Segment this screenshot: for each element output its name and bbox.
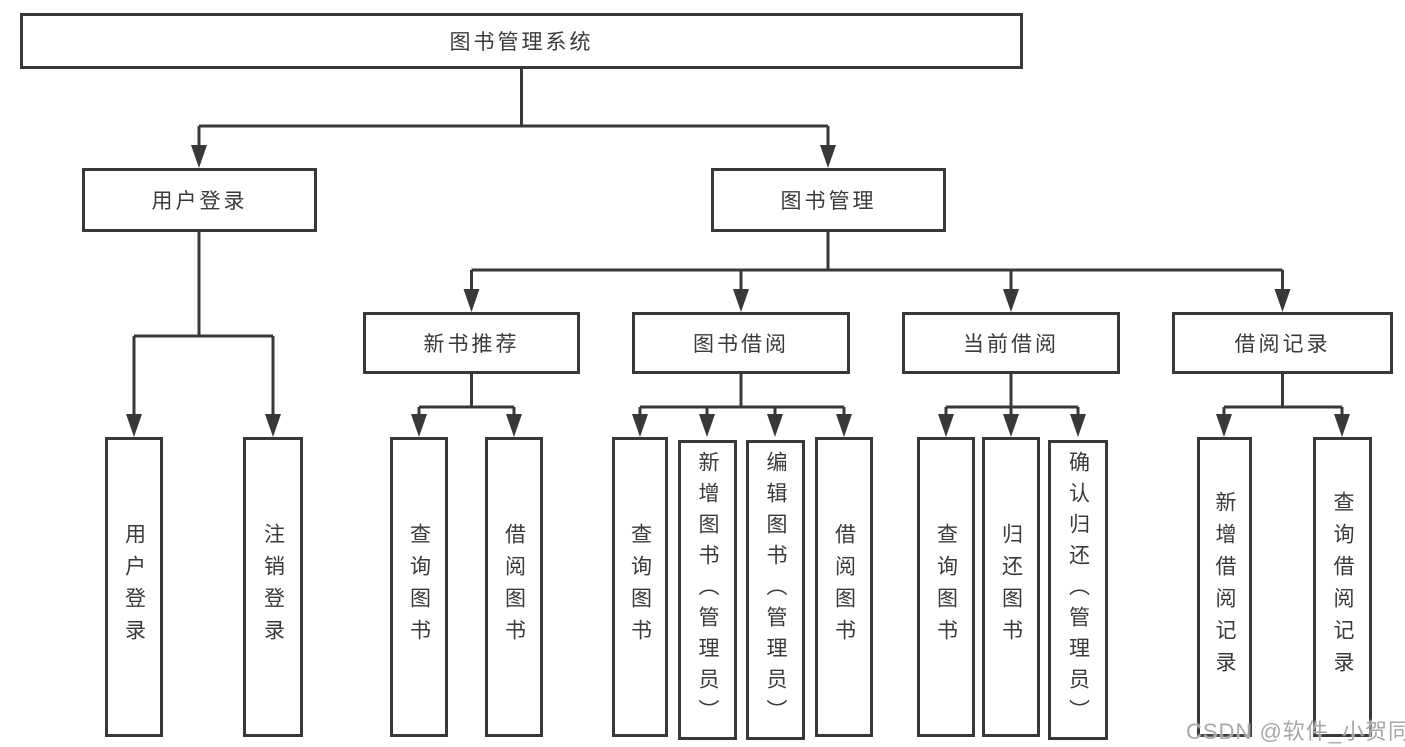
leaf-query-books-borrowing: 查询图书 [612, 437, 668, 737]
leaf-user-login-label: 用户登录 [122, 523, 146, 651]
watermark: CSDN @软件_小贺同学 [1186, 719, 1405, 744]
leaf-query-books-current: 查询图书 [917, 437, 975, 737]
arrow-down-icon [632, 414, 648, 437]
arrow-down-icons [126, 145, 1350, 437]
arrow-down-icon [1003, 289, 1019, 312]
node-book-borrowing: 图书借阅 [632, 312, 850, 374]
node-borrowing-records: 借阅记录 [1172, 312, 1393, 374]
leaf-user-login: 用户登录 [105, 437, 163, 737]
connector-borrowing-records-children [1222, 374, 1344, 421]
arrow-down-icon [463, 289, 480, 312]
arrow-down-icon [265, 414, 281, 437]
arrow-down-icon [126, 414, 142, 437]
leaf-query-borrow-record-label: 查询借阅记录 [1331, 491, 1354, 683]
leaf-return-books-label: 归还图书 [999, 523, 1023, 651]
arrow-down-icon [733, 289, 749, 312]
leaf-add-borrow-record: 新增借阅记录 [1197, 437, 1252, 737]
leaf-return-books: 归还图书 [982, 437, 1040, 737]
node-user-login: 用户登录 [82, 168, 317, 232]
arrow-down-icon [1070, 414, 1086, 437]
arrow-down-icon [767, 414, 783, 437]
connector-book-management-children [470, 232, 1284, 295]
leaf-borrow-books-recommend-label: 借阅图书 [502, 523, 526, 651]
leaf-query-books-borrowing-label: 查询图书 [628, 523, 652, 651]
connector-book-borrowing-children [638, 374, 846, 421]
node-book-management: 图书管理 [711, 168, 946, 232]
leaf-borrow-books-borrowing: 借阅图书 [815, 437, 873, 737]
connector-current-borrowing-children [944, 374, 1080, 421]
leaf-borrow-books-borrowing-label: 借阅图书 [832, 523, 856, 651]
arrow-down-icon [836, 414, 852, 437]
connector-root-to-level2 [197, 69, 830, 150]
leaf-confirm-return-admin: 确认归还（管理员） [1048, 440, 1108, 740]
arrow-down-icon [1003, 414, 1019, 437]
connector-new-book-children [417, 374, 516, 421]
node-root: 图书管理系统 [20, 13, 1023, 69]
leaf-add-books-admin: 新增图书（管理员） [678, 440, 737, 740]
leaf-confirm-return-admin-label: 确认归还（管理员） [1066, 450, 1090, 730]
arrow-down-icon [820, 145, 836, 168]
leaf-logout-login: 注销登录 [243, 437, 303, 737]
arrow-down-icon [938, 414, 954, 437]
node-current-borrowing: 当前借阅 [902, 312, 1120, 374]
leaf-query-borrow-record: 查询借阅记录 [1313, 437, 1372, 737]
leaf-edit-books-admin-label: 编辑图书（管理员） [764, 450, 787, 730]
leaf-query-books-recommend: 查询图书 [390, 437, 448, 737]
arrow-down-icon [411, 414, 427, 437]
leaf-add-books-admin-label: 新增图书（管理员） [696, 450, 719, 730]
leaf-query-books-current-label: 查询图书 [934, 523, 958, 651]
leaf-borrow-books-recommend: 借阅图书 [485, 437, 543, 737]
arrow-down-icon [506, 414, 522, 437]
arrow-down-icon [699, 414, 715, 437]
node-new-book-recommendation: 新书推荐 [363, 312, 580, 374]
arrow-down-icon [1334, 414, 1350, 437]
arrow-down-icon [191, 145, 207, 168]
arrow-down-icon [1216, 414, 1232, 437]
leaf-add-borrow-record-label: 新增借阅记录 [1213, 491, 1236, 683]
connector-user-login-children [132, 232, 275, 420]
leaf-query-books-recommend-label: 查询图书 [407, 523, 431, 651]
arrow-down-icon [1274, 289, 1291, 312]
leaf-edit-books-admin: 编辑图书（管理员） [746, 440, 805, 740]
leaf-logout-login-label: 注销登录 [261, 523, 285, 651]
